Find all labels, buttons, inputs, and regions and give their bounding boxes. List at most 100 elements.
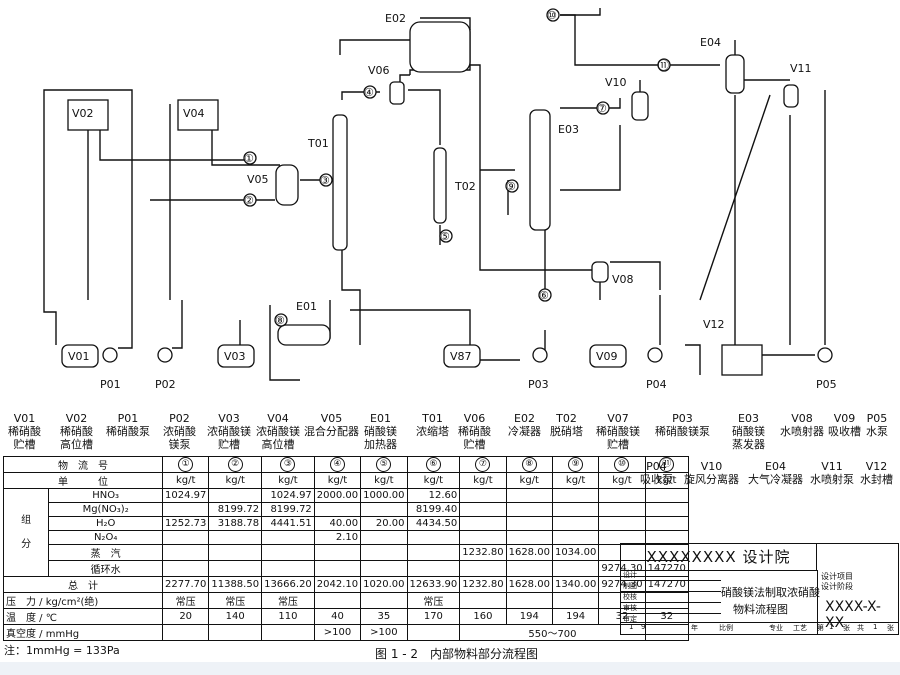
design-stage-label: 设计阶段 xyxy=(821,582,853,591)
svg-text:P01: P01 xyxy=(100,378,121,391)
stream-marker-4: ④ xyxy=(364,86,374,99)
tank-v01 xyxy=(61,344,99,368)
equipment xyxy=(61,21,833,376)
seal-tank-v12 xyxy=(721,344,763,376)
condenser-e02 xyxy=(409,21,471,73)
table-row: 压 力 / kg/cm²(绝) 常压常压常压常压 xyxy=(3,592,689,609)
pump-p05 xyxy=(817,347,833,363)
svg-text:P05: P05 xyxy=(816,378,837,391)
svg-text:E01: E01 xyxy=(296,300,317,313)
stream-marker-3: ③ xyxy=(320,174,330,187)
stream-marker-8: ⑧ xyxy=(275,314,285,327)
stream-marker-9: ⑨ xyxy=(506,180,516,193)
stream-marker-10: ⑩ xyxy=(547,9,557,22)
stream-marker-5: ⑤ xyxy=(440,230,450,243)
pump-p02 xyxy=(157,347,173,363)
pump-p01 xyxy=(102,347,118,363)
table-row: 物 流 号 ① ② ③ ④ ⑤ ⑥ ⑦ ⑧ ⑨ ⑩ ⑪ xyxy=(3,456,689,473)
svg-text:V03: V03 xyxy=(224,350,246,363)
svg-text:E03: E03 xyxy=(558,123,579,136)
svg-text:T02: T02 xyxy=(454,180,476,193)
svg-text:T01: T01 xyxy=(307,137,329,150)
svg-text:V10: V10 xyxy=(605,76,627,89)
mixer-v05 xyxy=(275,164,299,206)
tank-v87 xyxy=(443,344,481,368)
drawing-number: XXXX-X-XX xyxy=(825,599,881,631)
stream-marker-7: ⑦ xyxy=(597,102,607,115)
pump-p04 xyxy=(647,347,663,363)
title-block: XXXXXXXX 设计院 设计项目 设计阶段 设计 制图 校核 审核 审定 硝酸… xyxy=(620,543,899,635)
stream-marker-2: ② xyxy=(244,194,254,207)
figure-caption: 图 1 - 2 内部物料部分流程图 xyxy=(375,647,539,661)
svg-text:V04: V04 xyxy=(183,107,205,120)
tank-v03 xyxy=(217,344,255,368)
pump-p03 xyxy=(532,347,548,363)
tank-v09 xyxy=(589,344,627,368)
tank-v02 xyxy=(67,99,109,131)
svg-text:V06: V06 xyxy=(368,64,390,77)
stream-marker-6: ⑥ xyxy=(539,289,549,302)
svg-text:E04: E04 xyxy=(700,36,721,49)
svg-text:V11: V11 xyxy=(790,62,812,75)
table-row: 真空度 / mmHg >100 >100 550～700 xyxy=(3,624,689,641)
tank-v04 xyxy=(177,99,219,131)
svg-text:P04: P04 xyxy=(646,378,667,391)
separator-v06 xyxy=(389,81,405,105)
drawing-name: 物料流程图 xyxy=(733,603,788,616)
equipment-tags: E02 E04 V06 V10 V11 V02 V04 T01 E03 V05 … xyxy=(68,12,837,391)
svg-text:V01: V01 xyxy=(68,350,90,363)
component-group-label: 组分 xyxy=(2,488,50,577)
design-item-label: 设计项目 xyxy=(821,572,853,581)
ejector-v08 xyxy=(591,261,609,283)
institute-name: XXXXXXXX 设计院 xyxy=(621,544,817,571)
process-flow-diagram: ① ② ③ ④ ⑤ ⑥ ⑦ ⑧ ⑨ ⑩ ⑪ E02 E04 V06 V10 V1… xyxy=(43,8,837,391)
column-t01 xyxy=(332,114,348,251)
project-name: 硝酸镁法制取浓硝酸 xyxy=(721,586,820,599)
evaporator-e03 xyxy=(529,109,551,231)
svg-text:V12: V12 xyxy=(703,318,725,331)
column-t02 xyxy=(433,147,447,224)
table-row: N₂O₄ 2.10 xyxy=(4,530,689,545)
stream-marker-1: ① xyxy=(244,152,254,165)
stream-markers: ① ② ③ ④ ⑤ ⑥ ⑦ ⑧ ⑨ ⑩ ⑪ xyxy=(243,8,671,327)
svg-text:V09: V09 xyxy=(596,350,618,363)
svg-text:V87: V87 xyxy=(450,350,472,363)
svg-text:V08: V08 xyxy=(612,273,634,286)
svg-text:P03: P03 xyxy=(528,378,549,391)
svg-text:P02: P02 xyxy=(155,378,176,391)
condenser-e04 xyxy=(725,54,745,94)
footnote: 注：1mmHg = 133Pa xyxy=(4,644,120,657)
heater-e01 xyxy=(277,324,331,346)
bottom-strip xyxy=(0,662,900,675)
svg-text:V02: V02 xyxy=(72,107,94,120)
cyclone-v10 xyxy=(631,91,649,121)
